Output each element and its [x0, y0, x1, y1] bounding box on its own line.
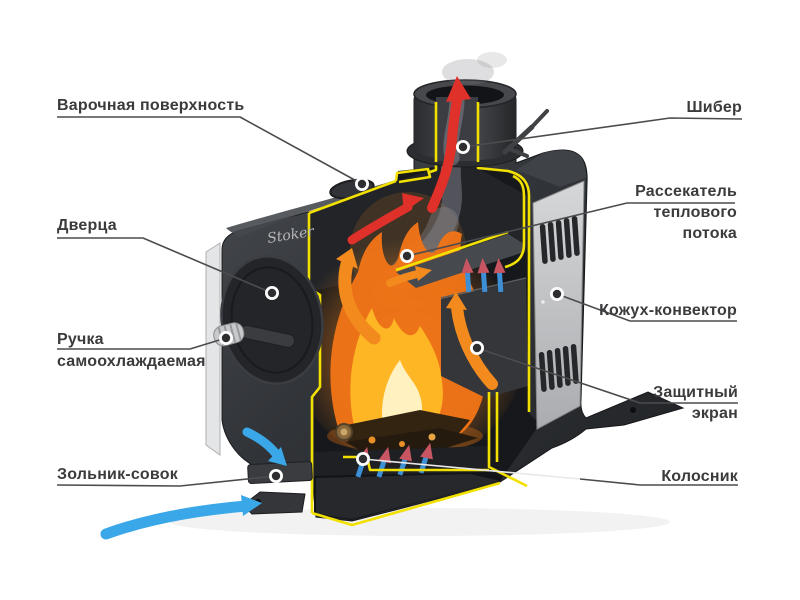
vent-slots-top: [539, 215, 580, 264]
callout-dot-self-cooling-handle: [219, 331, 233, 345]
ground-shadow: [170, 508, 670, 536]
leader-heat-flow-divider: [406, 202, 735, 257]
heated-air-arrows-upper: [461, 258, 506, 293]
hearth-floor: [314, 446, 489, 476]
leader-grate-outer: [579, 478, 738, 486]
leader-ash-pan: [56, 475, 277, 487]
callout-dot-damper: [456, 140, 470, 154]
callout-dot-door: [265, 286, 279, 300]
heat-flow-divider-plate: [396, 234, 524, 288]
mounting-foot-left: [242, 491, 306, 515]
brand-logo: Stoker: [266, 224, 316, 247]
label-heat-flow-divider: Рассекатель теплового потока: [635, 181, 737, 244]
top-surface-right: [516, 150, 586, 187]
leader-self-cooling-handle: [57, 337, 227, 350]
label-protective-screen: Защитный экран: [653, 382, 738, 424]
label-grate: Колосник: [661, 468, 738, 485]
hot-flue-arrow-chimney: [427, 76, 471, 213]
callout-dot-ash-pan: [269, 469, 283, 483]
hot-flue-arrow-lower: [347, 193, 424, 245]
firewood-logs: [327, 410, 483, 453]
leader-cooking-surface: [57, 116, 363, 185]
leader-door: [57, 237, 273, 294]
vent-slots-bottom: [538, 343, 579, 392]
left-side-panel-edge: [205, 242, 221, 456]
label-door: Дверца: [57, 217, 117, 234]
mounting-foot-right: [630, 407, 636, 413]
firebox-interior: [310, 98, 540, 520]
label-self-cooling-handle: Ручка самоохлаждаемая: [57, 329, 206, 373]
convector-panel: [532, 180, 585, 430]
label-convector-casing: Кожух-конвектор: [599, 302, 737, 319]
callout-dot-protective-screen: [470, 341, 484, 355]
leader-grate-inner: [362, 458, 581, 480]
leader-protective-screen: [476, 347, 738, 404]
smoke-puff: [442, 59, 494, 85]
label-line: теплового: [653, 204, 737, 221]
callout-dot-convector-casing: [550, 287, 564, 301]
callout-dot-grate: [356, 452, 370, 466]
leader-convector-casing: [556, 293, 737, 322]
cut-outline: [307, 102, 531, 527]
label-ash-pan: Зольник-совок: [57, 466, 178, 483]
label-line: самоохлаждаемая: [57, 353, 206, 370]
leader-damper: [462, 117, 743, 148]
flame-circulation-arrows: [336, 248, 498, 390]
label-cooking-surface: Варочная поверхность: [57, 97, 245, 114]
callout-dot-heat-flow-divider: [400, 249, 414, 263]
label-line: Рассекатель: [635, 183, 737, 200]
label-damper: Шибер: [686, 99, 742, 116]
label-line: Защитный: [653, 384, 738, 401]
label-line: Ручка: [57, 331, 104, 348]
leader-lines: [56, 116, 743, 487]
cold-air-arrows: [100, 427, 287, 540]
label-line: потока: [682, 225, 737, 242]
label-line: экран: [691, 405, 738, 422]
callout-dot-cooking-surface: [355, 177, 369, 191]
callout-dots: [219, 140, 564, 483]
